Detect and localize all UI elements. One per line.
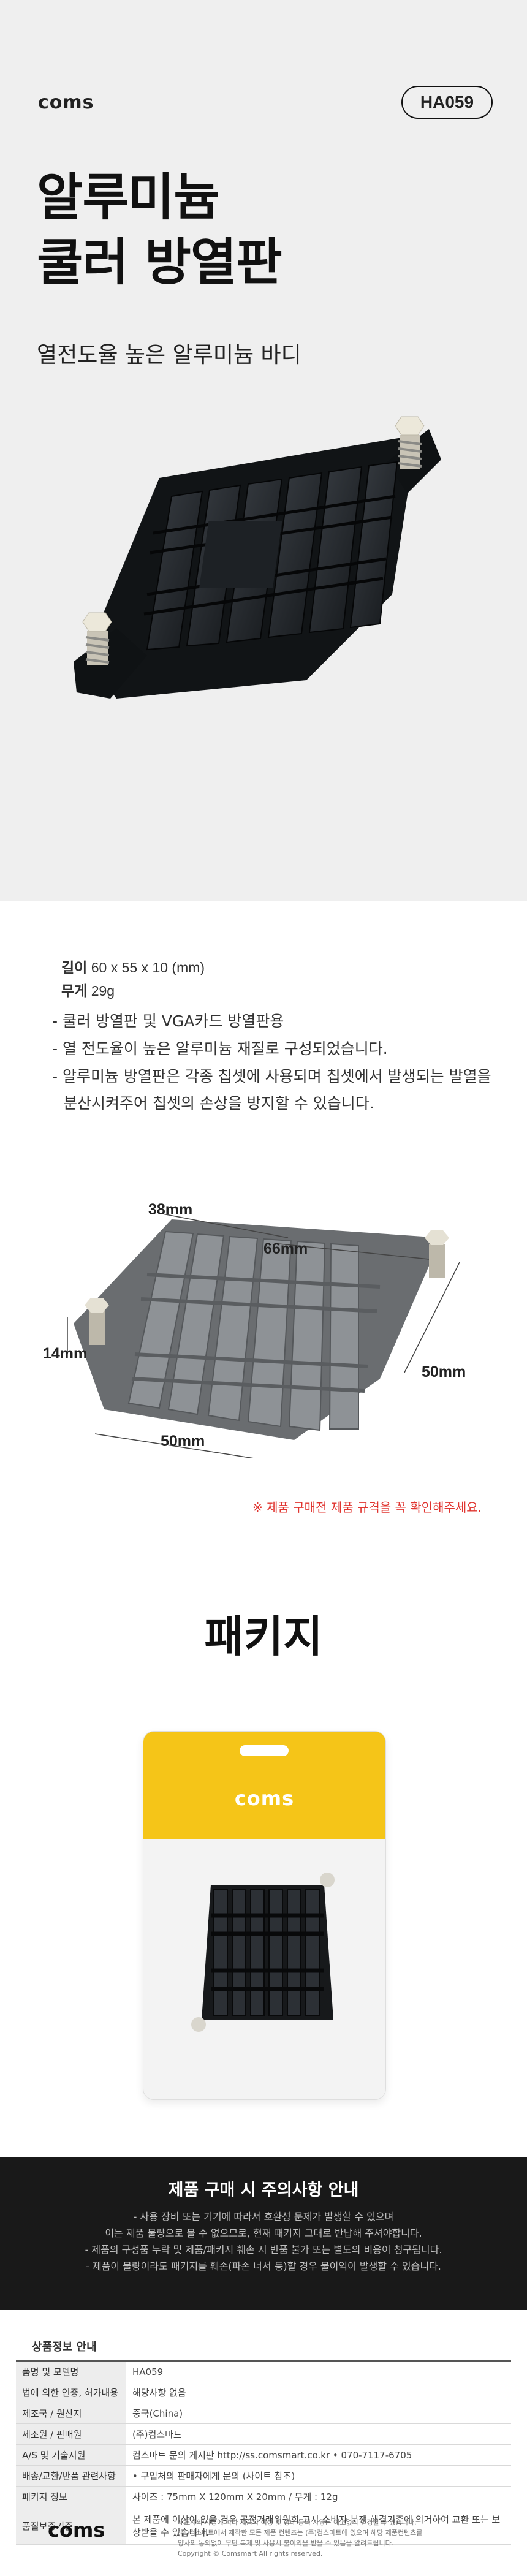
dimension-diagram [67, 1213, 460, 1458]
spec-size-label: 길이 [61, 960, 88, 976]
dim-label-66mm: 66mm [264, 1240, 308, 1257]
info-key: 제조국 / 원산지 [16, 2403, 126, 2424]
info-key: 제조원 / 판매원 [16, 2423, 126, 2445]
spec-size-value: 60 x 55 x 10 (mm) [91, 960, 205, 975]
info-key: 패키지 정보 [16, 2486, 126, 2507]
footer-line-3: 양사의 동의없이 무단 복제 및 사용시 불이익을 받을 수 있음을 알려드립니… [178, 2539, 394, 2547]
caution-line-1: - 사용 장비 또는 기기에 따라서 호환성 문제가 발생할 수 있으며 [133, 2211, 394, 2222]
footer-copyright: Copyright © Comsmart All rights reserved… [178, 2550, 323, 2558]
info-value: 본 제품에 이상이 있을 경우 공정거래위원회 고시 소비자 분쟁 해결기준에 … [126, 2507, 511, 2545]
caution-title: 제품 구매 시 주의사항 안내 [168, 2181, 359, 2200]
dim-label-50mm-bottom: 50mm [161, 1433, 205, 1450]
spec-size: 길이 60 x 55 x 10 (mm) [61, 956, 205, 977]
info-value: 해당사항 없음 [126, 2382, 511, 2403]
dim-pin-left [85, 1298, 109, 1345]
hero-subtitle: 열전도율 높은 알루미늄 바디 [37, 343, 301, 368]
mounting-pin-right [395, 416, 425, 469]
info-key: 법에 의한 인증, 허가내용 [16, 2382, 126, 2403]
caution-line-4: - 제품이 불량이라도 패키지를 훼손(파손 너서 등)할 경우 불이익이 발생… [86, 2260, 441, 2272]
hero-section [0, 0, 527, 901]
info-key: A/S 및 기술지원 [16, 2444, 126, 2466]
footer-line-1: 제조사의 사정에 따라 제품의 색상 및 형태 등의 사양은 예고없이 변경될 … [178, 2518, 417, 2526]
model-badge: HA059 [401, 86, 493, 119]
dim-label-50mm-right: 50mm [422, 1363, 466, 1381]
mounting-pin-left [82, 612, 112, 665]
info-value: 중국(China) [126, 2403, 511, 2424]
footer-brand-logo: coms [48, 2518, 105, 2542]
feature-3-cont: 분산시켜주어 칩셋의 손상을 방지할 수 있습니다. [63, 1094, 374, 1112]
feature-2: - 열 전도율이 높은 알루미늄 재질로 구성되었습니다. [52, 1040, 388, 1058]
dim-label-14mm: 14mm [43, 1345, 88, 1362]
info-value: HA059 [126, 2361, 511, 2382]
info-value: • 구입처의 판매자에게 문의 (사이트 참조) [126, 2465, 511, 2487]
spec-weight-value: 29g [91, 983, 115, 999]
dim-pin-right [425, 1230, 449, 1278]
info-value: (주)컴스마트 [126, 2423, 511, 2445]
table-row: 제조원 / 판매원(주)컴스마트 [16, 2423, 511, 2445]
caution-line-3: - 제품의 구성품 누락 및 제품/패키지 훼손 시 반품 불가 또는 별도의 … [85, 2244, 442, 2256]
info-key: 배송/교환/반품 관련사항 [16, 2465, 126, 2487]
info-key: 품명 및 모델명 [16, 2361, 126, 2382]
info-value: 컴스마트 문의 게시판 http://ss.comsmart.co.kr • 0… [126, 2444, 511, 2466]
feature-3: - 알루미늄 방열판은 각종 칩셋에 사용되며 칩셋에서 발생되는 발열을 [52, 1067, 491, 1085]
heatsink-photo [74, 416, 441, 699]
caution-line-2: 이는 제품 불량으로 볼 수 없으므로, 현재 패키지 그대로 반납해 주셔야합… [105, 2227, 422, 2239]
feature-1: - 쿨러 방열판 및 VGA카드 방열판용 [52, 1012, 284, 1030]
product-info-heading: 상품정보 안내 [32, 2341, 97, 2354]
package-heatsink [191, 1873, 335, 2032]
spec-weight: 무게 29g [61, 979, 115, 1000]
package-brand-logo: coms [234, 1787, 295, 1810]
info-value: 사이즈 : 75mm X 120mm X 20mm / 무게 : 12g [126, 2486, 511, 2507]
dim-label-38mm: 38mm [148, 1201, 193, 1218]
brand-logo: coms [38, 92, 94, 113]
footer-notice: 제조사의 사정에 따라 제품의 색상 및 형태 등의 사양은 예고없이 변경될 … [178, 2517, 484, 2559]
footer-line-2: (주)컴스마트에서 제작한 모든 제품 컨텐츠는 (주)컴스마트에 있으며 해당… [178, 2529, 423, 2537]
caution-section [0, 2157, 527, 2310]
size-check-notice: ※ 제품 구매전 제품 규격을 꼭 확인해주세요. [252, 1500, 482, 1515]
spec-weight-label: 무게 [61, 983, 88, 999]
hang-hole [240, 1745, 289, 1756]
hero-title-line1: 알루미늄 [37, 169, 220, 227]
hero-title-line2: 쿨러 방열판 [37, 233, 282, 292]
table-row: 배송/교환/반품 관련사항• 구입처의 판매자에게 문의 (사이트 참조) [16, 2465, 511, 2487]
info-key: 품질보증기준 [16, 2507, 126, 2545]
package-bag: coms [143, 1731, 386, 2100]
package-title: 패키지 [204, 1612, 323, 1662]
